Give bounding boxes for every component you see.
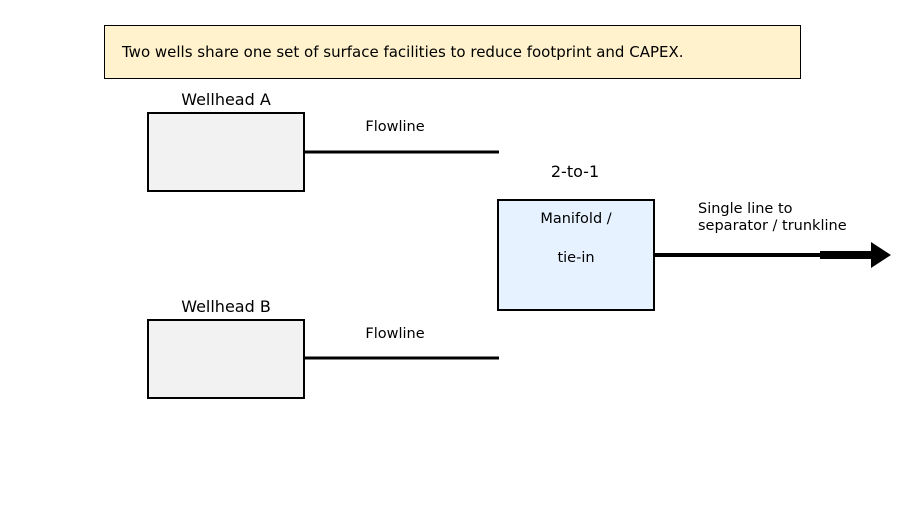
output-arrow-head [871,242,891,268]
manifold-label-line2: tie-in [557,250,595,266]
output-line-label: Single line to separator / trunkline [698,201,847,235]
wellhead-b-title: Wellhead B [181,297,271,316]
manifold-label-line1: Manifold / [540,211,612,227]
caption-note: Two wells share one set of surface facil… [104,25,801,79]
caption-note-text: Two wells share one set of surface facil… [122,43,684,61]
output-arrow-shaft [820,251,874,259]
manifold-box: Manifold / tie-in [497,199,655,311]
manifold-ratio-label: 2-to-1 [550,162,600,181]
wellhead-a-title: Wellhead A [181,90,271,109]
wellhead-b-box [147,319,305,399]
output-label-line2: separator / trunkline [698,218,847,234]
output-label-line1: Single line to [698,201,793,217]
wellhead-a-box [147,112,305,192]
flowline-a-label: Flowline [365,119,425,135]
flowline-b-label: Flowline [365,326,425,342]
